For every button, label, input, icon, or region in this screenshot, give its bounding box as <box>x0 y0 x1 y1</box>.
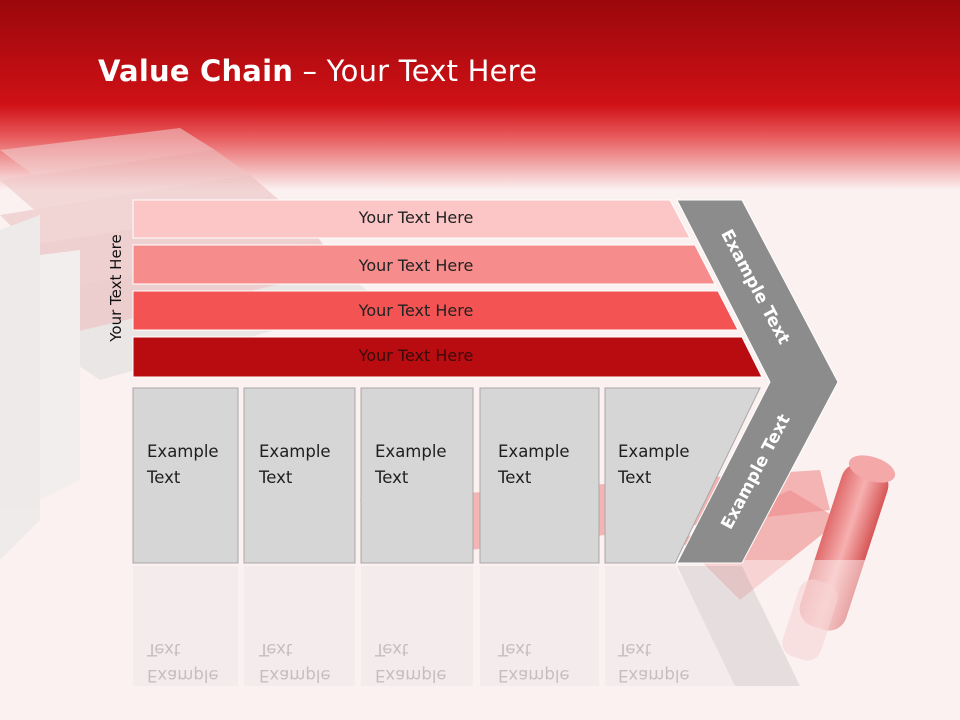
row-label-2[interactable]: Your Text Here <box>358 256 474 275</box>
reflection-line1: Example <box>618 666 690 685</box>
row-band-2[interactable] <box>132 244 716 285</box>
reflection-line1: Example <box>375 666 447 685</box>
column-label-4[interactable]: Example Text <box>498 439 570 491</box>
row-band-1[interactable] <box>132 199 691 239</box>
slide-title[interactable]: Value Chain – Your Text Here <box>98 54 537 88</box>
column-label-1-line1: Example <box>147 442 219 461</box>
reflection-line1: Example <box>147 666 219 685</box>
reflection-line2: Text <box>147 640 181 659</box>
row-band-4[interactable] <box>132 336 763 378</box>
reflection-line2: Text <box>498 640 532 659</box>
column-box-3[interactable] <box>360 387 474 564</box>
row-band-3[interactable] <box>132 290 739 331</box>
column-box-1[interactable] <box>132 387 239 564</box>
reflection-line2: Text <box>618 640 652 659</box>
column-label-5-line1: Example <box>618 442 690 461</box>
side-label[interactable]: Your Text Here <box>107 234 125 342</box>
column-label-3[interactable]: Example Text <box>375 439 447 491</box>
reflection-line1: Example <box>259 666 331 685</box>
column-label-4-line1: Example <box>498 442 570 461</box>
column-label-1[interactable]: Example Text <box>147 439 219 491</box>
column-label-5-line2: Text <box>618 468 652 487</box>
column-label-2-line2: Text <box>259 468 293 487</box>
column-label-1-line2: Text <box>147 468 181 487</box>
column-reflection-3: Example Text <box>375 636 447 688</box>
column-reflection-5: Example Text <box>618 636 690 688</box>
column-box-4[interactable] <box>479 387 600 564</box>
row-label-4[interactable]: Your Text Here <box>358 346 474 365</box>
chevron-arrow[interactable] <box>676 199 839 564</box>
column-label-2[interactable]: Example Text <box>259 439 331 491</box>
column-label-3-line1: Example <box>375 442 447 461</box>
column-reflection-2: Example Text <box>259 636 331 688</box>
column-label-2-line1: Example <box>259 442 331 461</box>
reflection-line1: Example <box>498 666 570 685</box>
diagram-reflection <box>133 566 800 686</box>
column-label-3-line2: Text <box>375 468 409 487</box>
column-reflection-4: Example Text <box>498 636 570 688</box>
reflection-line2: Text <box>375 640 409 659</box>
column-box-5[interactable] <box>604 387 761 564</box>
column-reflection-1: Example Text <box>147 636 219 688</box>
title-rest: – Your Text Here <box>293 54 538 88</box>
row-label-3[interactable]: Your Text Here <box>358 301 474 320</box>
row-label-1[interactable]: Your Text Here <box>358 208 474 227</box>
column-label-5[interactable]: Example Text <box>618 439 690 491</box>
column-label-4-line2: Text <box>498 468 532 487</box>
reflection-line2: Text <box>259 640 293 659</box>
column-box-2[interactable] <box>243 387 356 564</box>
title-bold: Value Chain <box>98 54 294 88</box>
